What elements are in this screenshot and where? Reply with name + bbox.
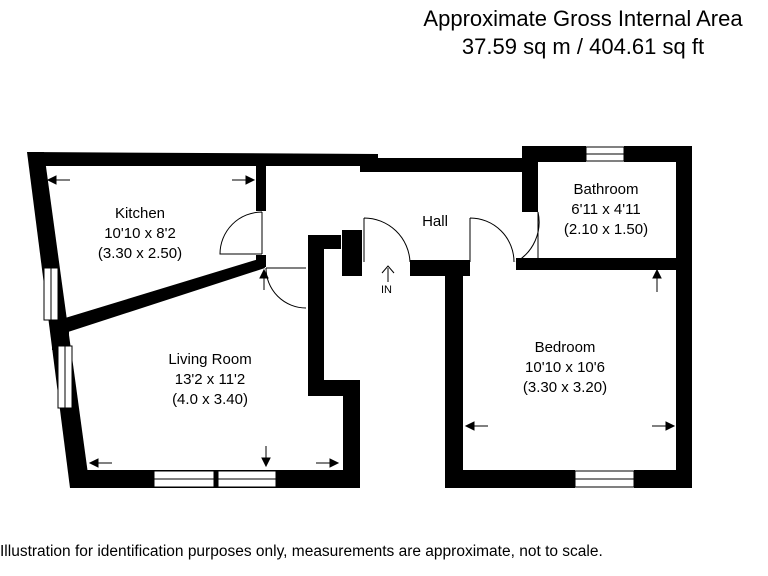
hall-name: Hall [422,213,448,230]
bedroom-bottom-left [445,470,575,488]
bath-top-right [624,146,692,162]
living-imperial: 13'2 x 11'2 [174,371,246,388]
door-bathroom [515,211,540,263]
kitchen-name: Kitchen [114,205,166,222]
door-kitchen [219,211,263,255]
area-value: 37.59 sq m / 404.61 sq ft [461,34,705,59]
living-right-wall-lower [343,380,360,488]
bedroom-bottom-right [634,470,692,488]
bathroom-name: Bathroom [573,181,639,198]
entrance-label: IN [381,284,392,296]
windows [43,146,635,488]
bedroom-name: Bedroom [534,339,596,356]
room-kitchen-label: Kitchen 10'10 x 8'2 (3.30 x 2.50) [80,204,200,264]
walls [27,146,692,488]
kitchen-living-partition [52,258,265,332]
room-bathroom-label: Bathroom 6'11 x 4'11 (2.10 x 1.50) [546,180,666,240]
room-living-label: Living Room 13'2 x 11'2 (4.0 x 3.40) [140,350,280,410]
disclaimer: Illustration for identification purposes… [0,543,603,560]
bedroom-left-wall [445,262,463,488]
bedroom-metric: (3.30 x 3.20) [522,379,608,396]
bathroom-metric: (2.10 x 1.50) [563,221,649,238]
doors [219,211,540,309]
kitchen-right-wall [256,166,266,211]
door-entrance [363,217,411,263]
dimension-arrows [46,175,676,468]
kitchen-imperial: 10'10 x 8'2 [104,225,176,242]
living-metric: (4.0 x 3.40) [172,391,248,408]
hall-stub [342,230,362,276]
room-bedroom-label: Bedroom 10'10 x 10'6 (3.30 x 3.20) [500,338,630,398]
bedroom-imperial: 10'10 x 10'6 [525,359,605,376]
top-wall-hall [360,158,530,172]
entrance-arrow [381,265,395,282]
kitchen-right-jamb [256,255,266,267]
top-wall-left [27,152,378,166]
area-title: Approximate Gross Internal Area [423,6,743,31]
kitchen-metric: (3.30 x 2.50) [97,245,183,262]
room-hall-label: Hall [410,212,460,232]
bath-left-wall [522,146,538,212]
door-living [265,267,307,309]
living-right-cap [308,235,341,249]
bath-bottom-wall [516,258,692,270]
living-name: Living Room [168,351,252,368]
bottom-wall-living [70,470,360,488]
living-right-wall-upper [308,238,324,396]
partition-jamb [52,318,69,350]
door-bedroom [469,217,515,263]
bath-right-wall [676,146,692,488]
bathroom-imperial: 6'11 x 4'11 [571,201,641,218]
